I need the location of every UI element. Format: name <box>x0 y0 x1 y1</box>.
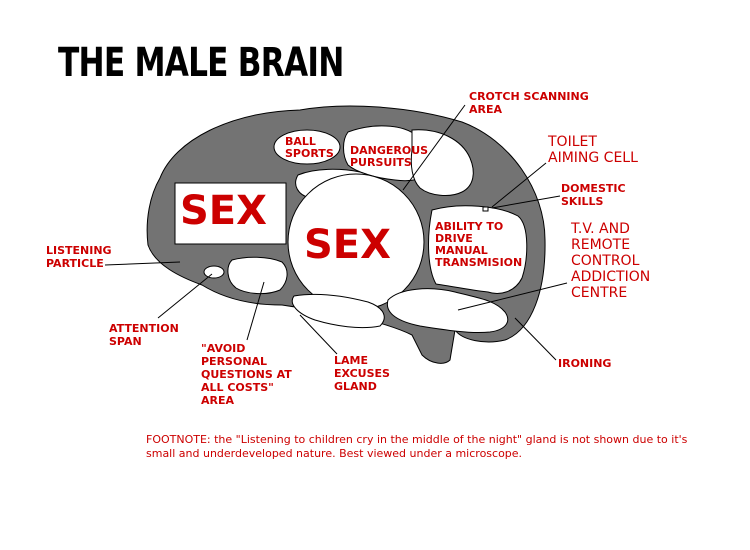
leader-lame <box>299 314 338 355</box>
leader-domestic <box>491 195 561 209</box>
sex-center-label: SEX <box>304 222 391 268</box>
leader-listening <box>104 261 181 266</box>
ironing-label: IRONING <box>558 357 612 370</box>
ball-sports-region <box>273 129 341 165</box>
leader-tv <box>457 282 568 311</box>
tv-remote-label: T.V. AND REMOTE CONTROL ADDICTION CENTRE <box>571 221 651 301</box>
domestic-skills-label: DOMESTIC SKILLS <box>561 182 626 208</box>
attention-span-region <box>203 265 225 279</box>
ball-sports-label: BALL SPORTS <box>285 135 334 160</box>
avoid-personal-region <box>227 256 288 295</box>
sex-left-label: SEX <box>180 188 267 234</box>
toilet-aiming-cell <box>482 206 489 212</box>
leader-avoid <box>246 281 265 341</box>
avoid-personal-label: "AVOID PERSONAL QUESTIONS AT ALL COSTS" … <box>201 342 292 407</box>
lower-right-region <box>386 288 509 334</box>
drive-region <box>428 205 528 294</box>
dangerous-pursuits-label: DANGEROUS PURSUITS <box>350 144 429 169</box>
attention-span-label: ATTENTION SPAN <box>109 322 179 348</box>
lower-mid-region <box>291 293 385 329</box>
sex-left-region <box>174 182 287 245</box>
footnote: FOOTNOTE: the "Listening to children cry… <box>146 433 688 460</box>
listening-particle-label: LISTENING PARTICLE <box>46 244 112 270</box>
page-title: THE MALE BRAIN <box>58 40 344 86</box>
leader-crotch <box>402 104 466 191</box>
crotch-scanning-label: CROTCH SCANNING AREA <box>469 90 589 116</box>
leader-ironing <box>514 317 557 361</box>
lame-excuses-label: LAME EXCUSES GLAND <box>334 354 390 393</box>
leader-attention <box>157 273 213 319</box>
leader-toilet <box>491 162 547 208</box>
ability-to-drive-label: ABILITY TO DRIVE MANUAL TRANSMISION <box>435 220 523 269</box>
toilet-aiming-label: TOILET AIMING CELL <box>548 134 638 166</box>
